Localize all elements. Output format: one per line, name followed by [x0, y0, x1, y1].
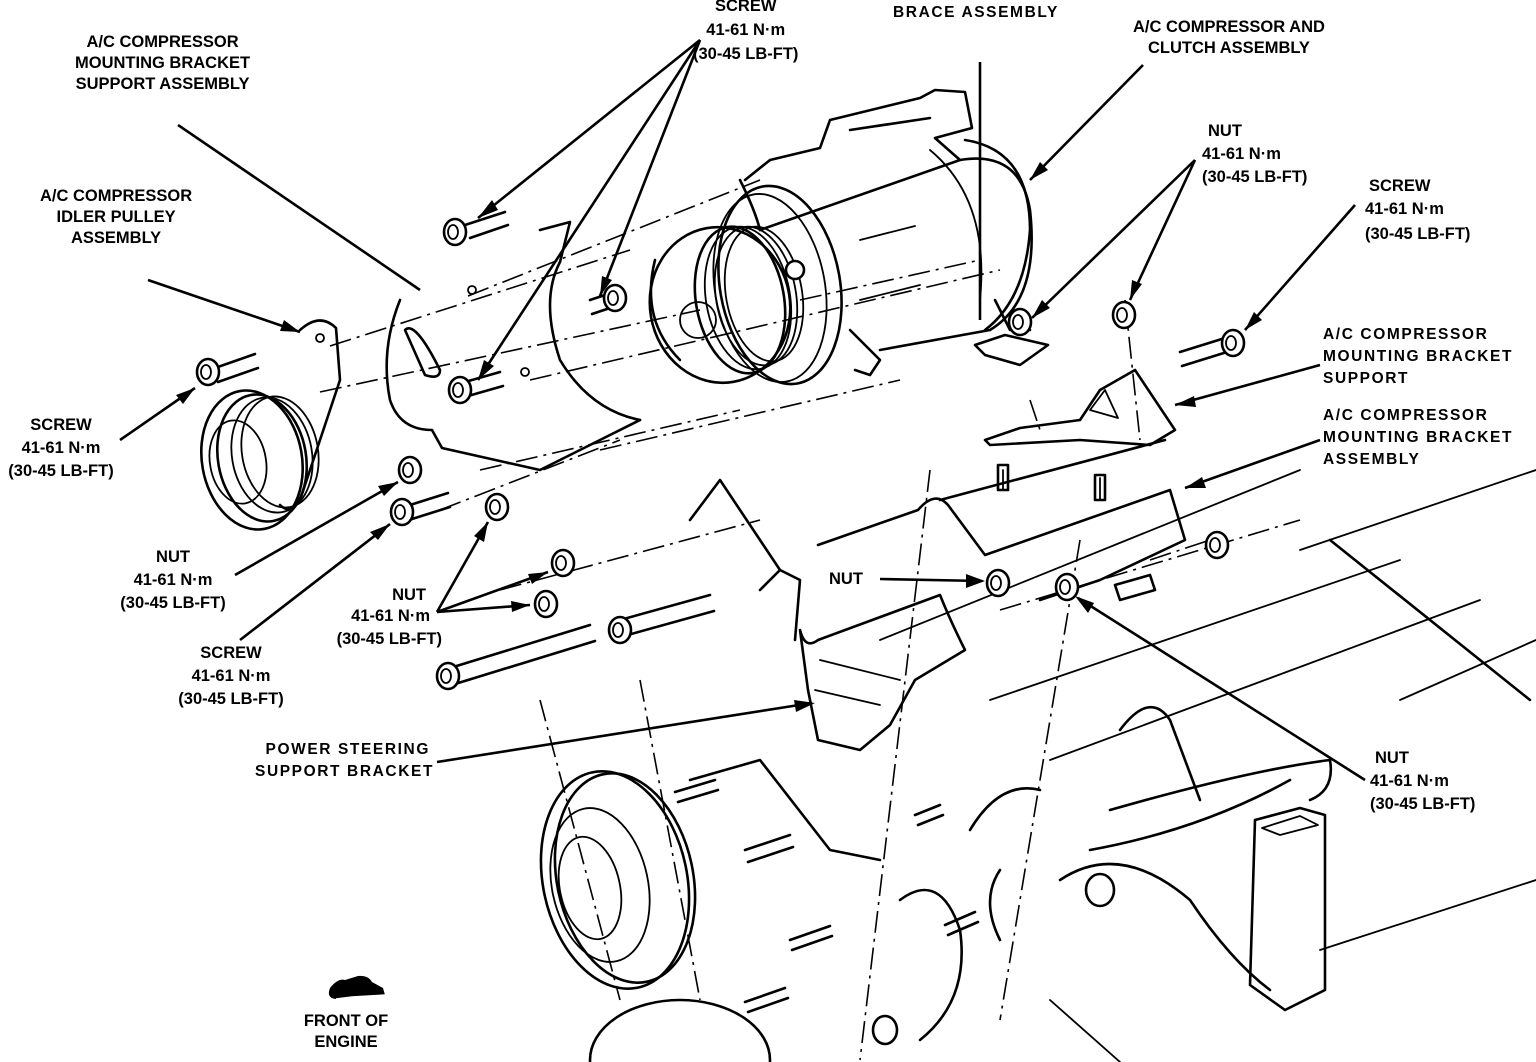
power-steering-bracket: [688, 478, 967, 752]
screw-part: [389, 491, 452, 527]
callout-nut-upper-right: NUT 41-61 N·m (30-45 LB-FT): [1202, 122, 1308, 186]
callout-nut-lower-right: NUT 41-61 N·m (30-45 LB-FT): [1370, 749, 1476, 813]
label-bracket-support-assembly: A/C COMPRESSOR MOUNTING BRACKET SUPPORT …: [75, 33, 251, 93]
fasteners: [195, 210, 1246, 1014]
mounting-bracket: [816, 438, 1187, 602]
ac-compressor: [648, 88, 1033, 386]
callout-nut-bracket: NUT: [829, 570, 863, 588]
label-power-steering-support-bracket: POWER STEERING SUPPORT BRACKET: [255, 741, 435, 780]
stud-part: [673, 463, 1107, 1014]
label-idler-pulley-assembly: A/C COMPRESSOR IDLER PULLEY ASSEMBLY: [40, 187, 193, 247]
nut-part: [1054, 572, 1080, 602]
nut-part: [1111, 300, 1137, 330]
callout-screw-lower-left: SCREW 41-61 N·m (30-45 LB-FT): [178, 644, 284, 708]
leader-lines: [119, 38, 1366, 782]
screw-part: [195, 352, 260, 387]
screw-part: [1178, 328, 1246, 368]
nut-part: [550, 548, 576, 578]
nut-part: [484, 492, 510, 522]
callout-screw-right: SCREW 41-61 N·m (30-45 LB-FT): [1365, 177, 1471, 243]
arrow-left-icon: [328, 975, 386, 1000]
label-mounting-bracket-support: A/C COMPRESSOR MOUNTING BRACKET SUPPORT: [1323, 326, 1514, 387]
alignment-lines: [319, 179, 1301, 1061]
label-compressor-clutch-assembly: A/C COMPRESSOR AND CLUTCH ASSEMBLY: [1133, 18, 1325, 57]
long-screw-part: [607, 593, 716, 645]
screw-part: [442, 210, 510, 247]
screw-part: [447, 370, 505, 405]
torque-metric: 41-61 N·m: [706, 21, 786, 39]
label-front-of-engine: FRONT OF ENGINE: [303, 1012, 389, 1051]
callout-nut-center: NUT 41-61 N·m (30-45 LB-FT): [336, 586, 442, 648]
nut-part: [1204, 530, 1230, 560]
torque-imperial: (30-45 LB-FT): [693, 45, 799, 63]
nut-part: [985, 568, 1011, 598]
label-brace-assembly: BRACE ASSEMBLY: [893, 4, 1059, 21]
fastener-name: SCREW: [715, 0, 777, 15]
bracket-support-right: [973, 333, 1177, 447]
nut-part: [533, 589, 559, 619]
long-screw-part: [435, 623, 597, 691]
label-mounting-bracket-assembly: A/C COMPRESSOR MOUNTING BRACKET ASSEMBLY: [1323, 407, 1514, 468]
bracket-support-plate: [385, 220, 642, 472]
callout-screw-top: SCREW 41-61 N·m (30-45 LB-FT): [693, 0, 798, 65]
nut-part: [397, 455, 423, 485]
callout-screw-left: SCREW 41-61 N·m (30-45 LB-FT): [8, 416, 114, 480]
idler-pulley: [199, 319, 342, 531]
screw-part: [588, 283, 628, 316]
engine-block: [539, 469, 1536, 1062]
nut-part: [1007, 307, 1033, 337]
callout-nut-left: NUT 41-61 N·m (30-45 LB-FT): [120, 548, 226, 612]
